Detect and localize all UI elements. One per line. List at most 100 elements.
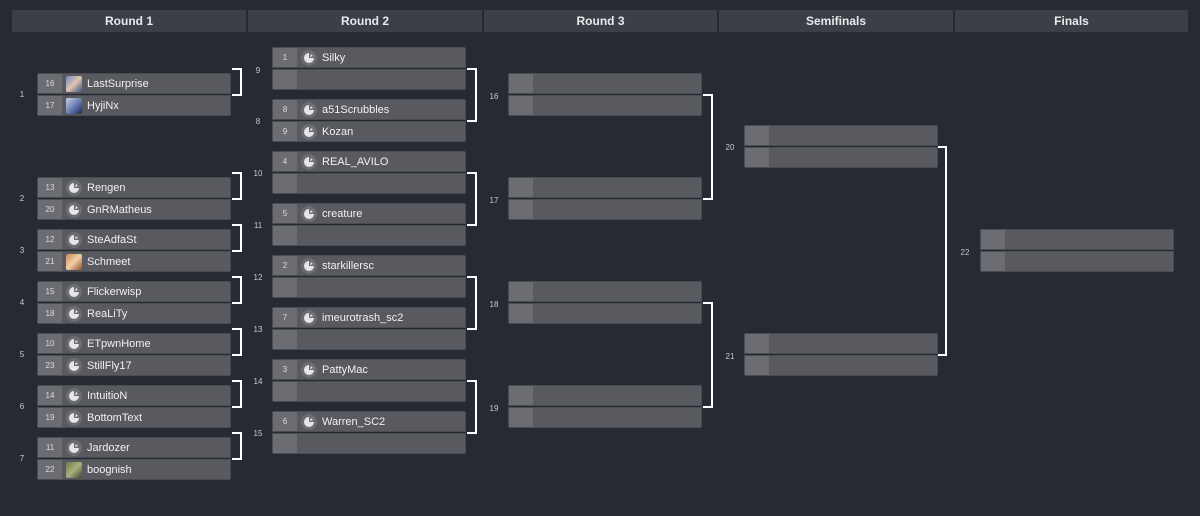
match-18[interactable] xyxy=(508,281,702,325)
seed-number: 3 xyxy=(273,360,297,379)
seed-number: 18 xyxy=(38,304,62,323)
player-name: Warren_SC2 xyxy=(322,415,386,428)
seed-number: 13 xyxy=(38,178,62,197)
match-5[interactable]: 10 ETpwnHome 23 StillFly17 xyxy=(37,333,231,377)
seed-number xyxy=(273,382,297,401)
player-slot-empty[interactable] xyxy=(272,381,466,402)
player-slot-empty[interactable] xyxy=(744,333,938,354)
match-1[interactable]: 16 LastSurprise 17 HyjiNx xyxy=(37,73,231,117)
seed-number: 20 xyxy=(38,200,62,219)
match-6[interactable]: 14 IntuitioN 19 BottomText xyxy=(37,385,231,429)
player-slot[interactable]: 3 PattyMac xyxy=(272,359,466,380)
match-4[interactable]: 15 Flickerwisp 18 ReaLiTy xyxy=(37,281,231,325)
round-header-semifinals: Semifinals xyxy=(719,10,953,32)
seed-number: 8 xyxy=(273,100,297,119)
match-22[interactable] xyxy=(980,229,1174,273)
seed-number xyxy=(509,178,533,197)
player-slot[interactable]: 8 a51Scrubbles xyxy=(272,99,466,120)
match-21[interactable] xyxy=(744,333,938,377)
round-header-finals: Finals xyxy=(955,10,1188,32)
player-slot-empty[interactable] xyxy=(744,147,938,168)
match-20[interactable] xyxy=(744,125,938,169)
race-logo-icon xyxy=(66,335,82,352)
seed-number: 19 xyxy=(38,408,62,427)
player-slot[interactable]: 11 Jardozer xyxy=(37,437,231,458)
player-slot[interactable]: 5 creature xyxy=(272,203,466,224)
match-14[interactable]: 3 PattyMac xyxy=(272,359,466,403)
player-slot[interactable]: 23 StillFly17 xyxy=(37,355,231,376)
race-logo-icon xyxy=(66,231,82,248)
seed-number xyxy=(273,330,297,349)
player-slot-empty[interactable] xyxy=(508,281,702,302)
match-8[interactable]: 8 a51Scrubbles 9 Kozan xyxy=(272,99,466,143)
match-15[interactable]: 6 Warren_SC2 xyxy=(272,411,466,455)
match-3[interactable]: 12 SteAdfaSt 21 Schmeet xyxy=(37,229,231,273)
player-name: ReaLiTy xyxy=(87,307,128,320)
player-slot[interactable]: 22 boognish xyxy=(37,459,231,480)
player-slot-empty[interactable] xyxy=(272,225,466,246)
player-slot[interactable]: 17 HyjiNx xyxy=(37,95,231,116)
player-slot[interactable]: 18 ReaLiTy xyxy=(37,303,231,324)
player-slot-empty[interactable] xyxy=(508,73,702,94)
player-slot[interactable]: 1 Silky xyxy=(272,47,466,68)
player-slot[interactable]: 7 imeurotrash_sc2 xyxy=(272,307,466,328)
player-slot-empty[interactable] xyxy=(508,303,702,324)
match-number: 2 xyxy=(19,194,25,203)
player-slot-empty[interactable] xyxy=(272,329,466,350)
player-slot[interactable]: 10 ETpwnHome xyxy=(37,333,231,354)
match-13[interactable]: 7 imeurotrash_sc2 xyxy=(272,307,466,351)
player-slot-empty[interactable] xyxy=(508,407,702,428)
player-slot[interactable]: 2 starkillersc xyxy=(272,255,466,276)
player-slot-empty[interactable] xyxy=(980,251,1174,272)
match-12[interactable]: 2 starkillersc xyxy=(272,255,466,299)
player-slot-empty[interactable] xyxy=(744,125,938,146)
match-19[interactable] xyxy=(508,385,702,429)
player-slot-empty[interactable] xyxy=(508,95,702,116)
seed-number xyxy=(273,226,297,245)
match-11[interactable]: 5 creature xyxy=(272,203,466,247)
match-7[interactable]: 11 Jardozer 22 boognish xyxy=(37,437,231,481)
player-slot[interactable]: 12 SteAdfaSt xyxy=(37,229,231,250)
seed-number: 11 xyxy=(38,438,62,457)
player-slot[interactable]: 16 LastSurprise xyxy=(37,73,231,94)
player-slot[interactable]: 4 REAL_AVILO xyxy=(272,151,466,172)
player-slot[interactable]: 21 Schmeet xyxy=(37,251,231,272)
player-name: LastSurprise xyxy=(87,77,149,90)
player-avatar-photo xyxy=(66,461,82,478)
player-slot[interactable]: 19 BottomText xyxy=(37,407,231,428)
race-logo-icon xyxy=(66,387,82,404)
player-slot[interactable]: 9 Kozan xyxy=(272,121,466,142)
match-number: 19 xyxy=(489,404,499,413)
player-slot-empty[interactable] xyxy=(508,385,702,406)
player-slot-empty[interactable] xyxy=(272,277,466,298)
match-9[interactable]: 1 Silky xyxy=(272,47,466,91)
player-slot[interactable]: 14 IntuitioN xyxy=(37,385,231,406)
match-number: 3 xyxy=(19,246,25,255)
seed-number xyxy=(509,408,533,427)
player-slot-empty[interactable] xyxy=(980,229,1174,250)
seed-number: 4 xyxy=(273,152,297,171)
race-logo-icon xyxy=(66,201,82,218)
round-header-3: Round 3 xyxy=(484,10,717,32)
player-name: REAL_AVILO xyxy=(322,155,389,168)
player-slot-empty[interactable] xyxy=(508,199,702,220)
player-slot-empty[interactable] xyxy=(744,355,938,376)
player-slot[interactable]: 20 GnRMatheus xyxy=(37,199,231,220)
player-slot-empty[interactable] xyxy=(272,433,466,454)
match-10[interactable]: 4 REAL_AVILO xyxy=(272,151,466,195)
player-name: Rengen xyxy=(87,181,126,194)
player-name: SteAdfaSt xyxy=(87,233,137,246)
match-17[interactable] xyxy=(508,177,702,221)
player-slot[interactable]: 6 Warren_SC2 xyxy=(272,411,466,432)
player-name: imeurotrash_sc2 xyxy=(322,311,404,324)
match-16[interactable] xyxy=(508,73,702,117)
seed-number: 10 xyxy=(38,334,62,353)
match-2[interactable]: 13 Rengen 20 GnRMatheus xyxy=(37,177,231,221)
player-slot-empty[interactable] xyxy=(508,177,702,198)
match-number: 5 xyxy=(19,350,25,359)
player-slot[interactable]: 13 Rengen xyxy=(37,177,231,198)
player-slot-empty[interactable] xyxy=(272,69,466,90)
player-slot-empty[interactable] xyxy=(272,173,466,194)
race-logo-icon xyxy=(66,357,82,374)
player-slot[interactable]: 15 Flickerwisp xyxy=(37,281,231,302)
